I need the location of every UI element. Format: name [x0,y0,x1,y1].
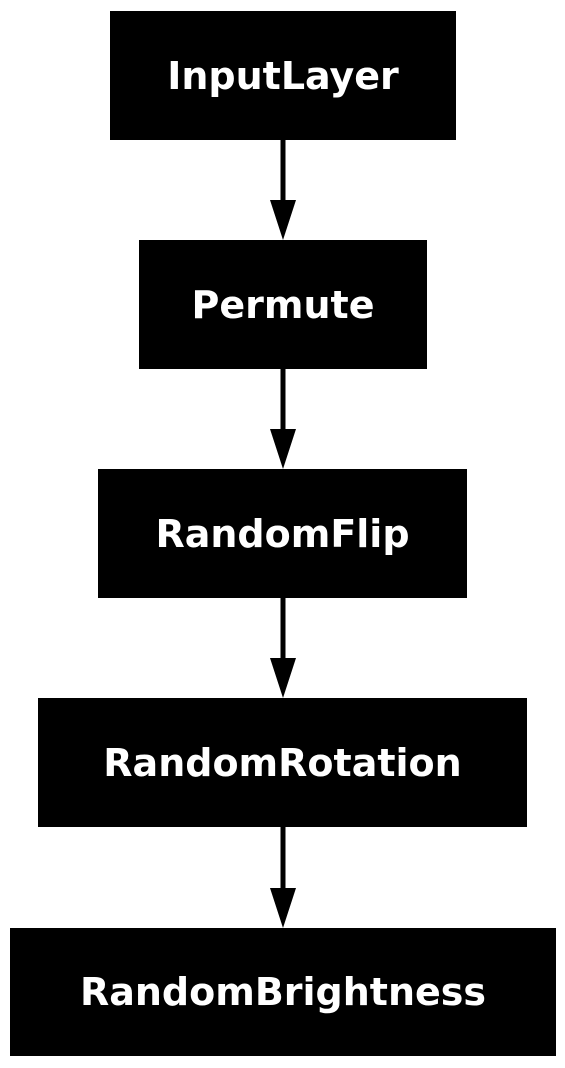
edge-inputlayer-to-permute [270,140,296,240]
edge-permute-to-randomflip [270,369,296,469]
edge-randomrotation-to-randombrightness [270,827,296,928]
node-randombrightness: RandomBrightness [10,928,556,1056]
node-randomrotation-label: RandomRotation [103,740,462,785]
node-permute: Permute [139,240,427,369]
node-inputlayer-label: InputLayer [167,53,399,98]
node-randomflip-label: RandomFlip [155,511,410,556]
node-inputlayer: InputLayer [110,11,456,140]
node-randomrotation: RandomRotation [38,698,527,827]
node-randomflip: RandomFlip [98,469,467,598]
node-randombrightness-label: RandomBrightness [79,970,487,1014]
node-permute-label: Permute [191,282,375,327]
edge-randomflip-to-randomrotation [270,598,296,698]
